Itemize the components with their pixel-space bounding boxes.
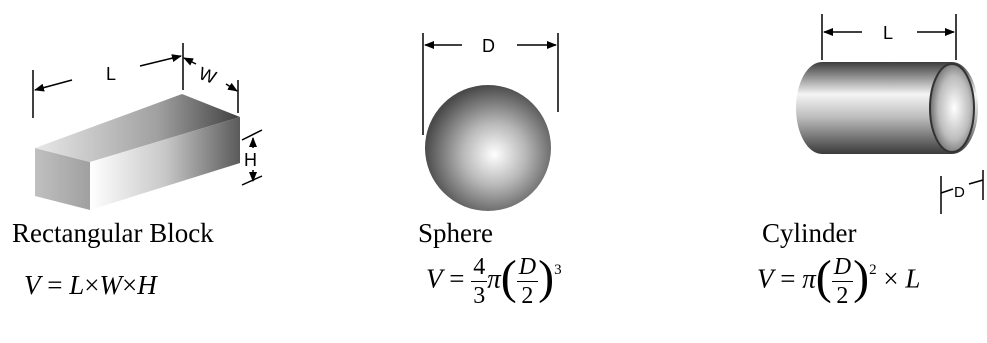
cylinder-end-face — [929, 63, 975, 153]
formula-equals: = — [449, 263, 465, 294]
formula-var-v: V — [24, 270, 41, 300]
formula-equals: = — [47, 270, 63, 300]
caption-sphere: Sphere — [418, 218, 493, 248]
cylinder-figure: L D — [796, 14, 984, 214]
cylinder-dim-l: L — [883, 23, 893, 43]
formula-times: × — [883, 263, 899, 294]
formula-var-l: L — [905, 263, 921, 294]
fraction-numerator: 4 — [471, 254, 488, 282]
cylinder-dim-d: D — [954, 184, 965, 201]
paren-open: ( — [500, 251, 517, 304]
block-front-face — [90, 117, 240, 210]
formula-rectangular-block: V = L×W×H — [24, 270, 157, 301]
dim-w-arrow-right — [225, 82, 238, 92]
dim-h-ext-bottom — [241, 175, 263, 186]
block-top-face — [35, 94, 240, 162]
formula-equals: = — [780, 263, 796, 294]
block-dim-l: L — [106, 64, 116, 84]
sphere-dim-d: D — [482, 36, 495, 56]
sphere-body — [425, 85, 551, 211]
dim-l-arrow-left — [34, 79, 73, 92]
rectangular-block-figure: L W H — [32, 43, 263, 210]
formula-var-l: L — [69, 270, 85, 300]
formula-times: × — [122, 270, 138, 300]
dim-w-arrow-left — [183, 57, 197, 66]
fraction-numerator: D — [516, 254, 539, 282]
dim-h-ext-top — [241, 129, 263, 141]
paren-open: ( — [815, 251, 832, 304]
dim-l-arrow-right — [139, 54, 182, 67]
formula-var-v: V — [757, 263, 774, 294]
caption-cylinder: Cylinder — [762, 218, 857, 248]
formula-var-w: W — [99, 270, 123, 300]
formula-pi: π — [487, 263, 501, 294]
formula-exponent: 3 — [554, 261, 562, 278]
fraction-denominator: 2 — [836, 283, 849, 309]
block-left-face — [35, 148, 90, 210]
formula-var-v: V — [426, 263, 443, 294]
formula-pi: π — [802, 263, 816, 294]
paren-close: ) — [538, 251, 555, 304]
fraction-denominator: 2 — [521, 283, 534, 309]
formula-exponent: 2 — [869, 261, 877, 278]
formula-times: × — [84, 270, 100, 300]
formula-var-h: H — [137, 270, 157, 300]
fraction-denominator: 3 — [473, 283, 486, 309]
sphere-figure: D — [422, 33, 559, 211]
dim-cd-tick-right — [968, 179, 984, 185]
block-dim-w: W — [196, 63, 219, 88]
paren-close: ) — [853, 251, 870, 304]
caption-rectangular-block: Rectangular Block — [12, 218, 214, 248]
block-dim-h: H — [244, 150, 257, 170]
dim-cd-tick-left — [940, 188, 954, 194]
fraction-numerator: D — [831, 254, 854, 282]
